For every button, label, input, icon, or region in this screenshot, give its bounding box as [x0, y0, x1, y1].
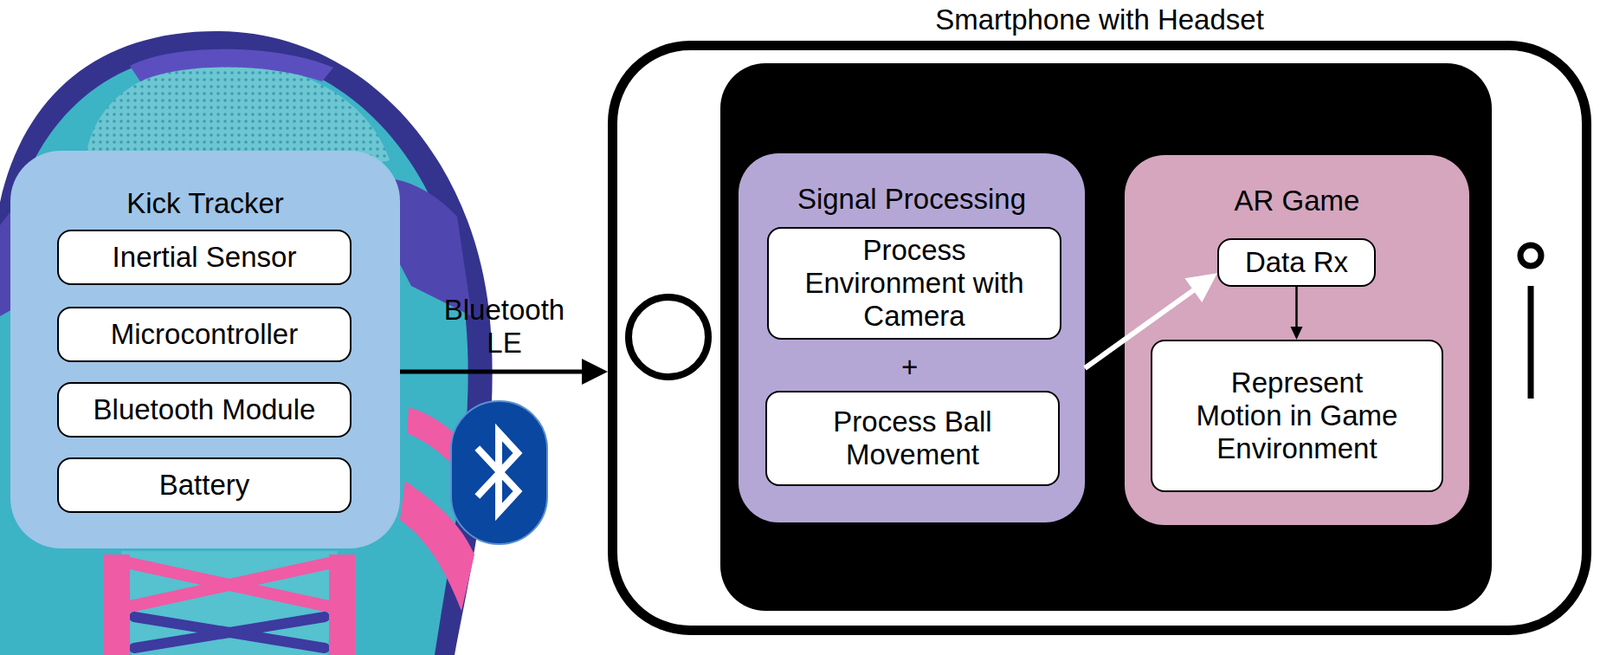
box-label: Process Ball Movement — [795, 405, 1030, 471]
process-box: Data Rx — [1217, 238, 1376, 287]
phone-screen — [720, 63, 1492, 611]
group-title: AR Game — [1124, 184, 1470, 218]
speaker-slot — [1528, 285, 1535, 399]
smartphone-body: Smartphone with HeadsetSignal Processing… — [607, 40, 1592, 635]
component-box: Inertial Sensor — [57, 229, 352, 285]
shoe-rim — [0, 31, 493, 655]
bluetooth-logo — [451, 400, 548, 544]
shoe-upper — [0, 51, 469, 655]
process-group: Signal ProcessingProcess Environment wit… — [738, 153, 1085, 523]
sneaker — [0, 31, 493, 655]
arrowhead — [1184, 272, 1218, 303]
connector — [400, 358, 608, 385]
connector — [1084, 272, 1218, 368]
box-label: Microcontroller — [110, 317, 298, 351]
group-title: Kick Tracker — [10, 187, 400, 220]
process-box: Represent Motion in Game Environment — [1150, 339, 1444, 492]
connector-line — [400, 369, 590, 375]
component-box: Battery — [57, 457, 352, 513]
edge-label: Bluetooth LE — [428, 293, 581, 360]
camera-dot — [1520, 245, 1542, 266]
component-box: Bluetooth Module — [57, 381, 352, 438]
arrowhead — [581, 358, 608, 385]
box-label: Inertial Sensor — [112, 240, 297, 274]
connector-line — [1295, 286, 1298, 331]
home-button — [628, 296, 709, 377]
process-box: Process Environment with Camera — [767, 226, 1062, 340]
game-group: AR GameData Rx Represent Motion in Game E… — [1124, 154, 1470, 525]
box-label: Represent Motion in Game Environment — [1187, 366, 1408, 465]
edge-label-wrap: Bluetooth LE — [428, 293, 581, 360]
connector — [1290, 286, 1304, 340]
component-box: Microcontroller — [57, 306, 352, 362]
laces — [103, 554, 355, 655]
connector-line — [1084, 284, 1201, 368]
toe-cap — [129, 49, 334, 82]
device-heading: Smartphone with Headset — [617, 3, 1582, 37]
device-group: Kick TrackerInertial SensorMicrocontroll… — [10, 150, 400, 549]
box-label: Data Rx — [1245, 245, 1349, 279]
arrowhead — [1290, 326, 1304, 340]
box-label: Bluetooth Module — [93, 393, 317, 426]
box-label: Process Environment with Camera — [797, 233, 1032, 333]
process-box: Process Ball Movement — [765, 390, 1060, 486]
label-wrap: + — [901, 350, 918, 384]
plus-sign: + — [901, 350, 918, 384]
group-title: Signal Processing — [738, 182, 1085, 216]
box-label: Battery — [159, 468, 251, 502]
shoe-tongue — [121, 550, 338, 655]
